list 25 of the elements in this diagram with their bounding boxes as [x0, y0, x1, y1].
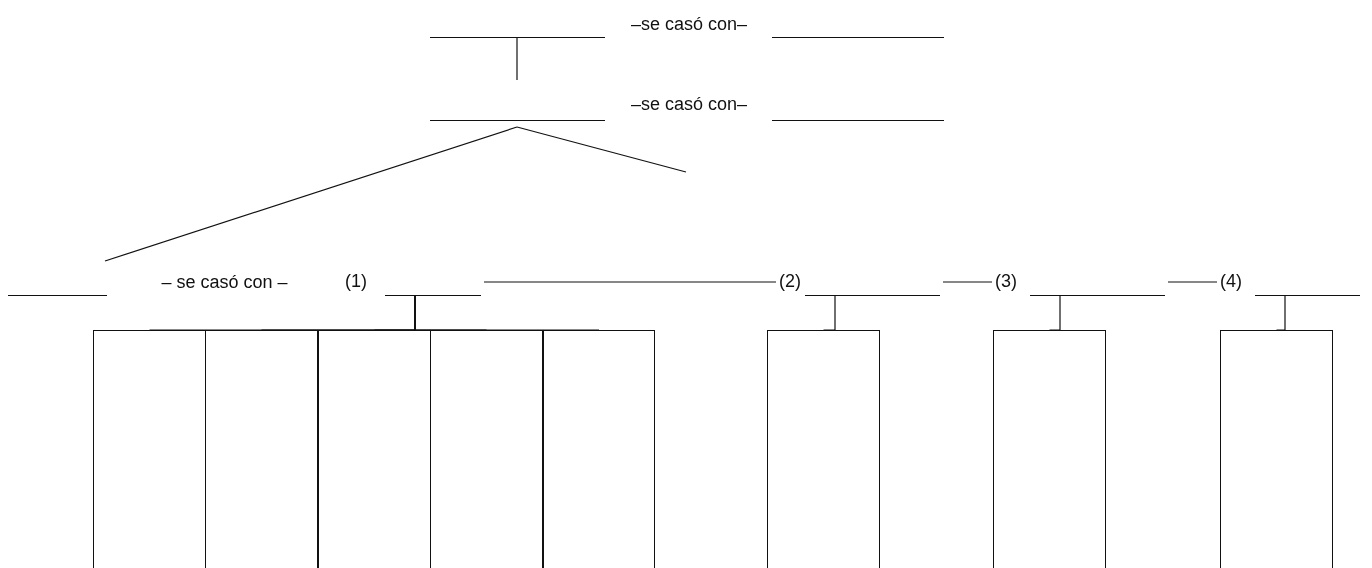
connector-line — [414, 295, 600, 331]
child-column — [430, 330, 543, 568]
connector-line — [942, 281, 993, 283]
number-label: (2) — [779, 270, 801, 292]
number-label: (3) — [995, 270, 1017, 292]
number-label: (1) — [345, 270, 367, 292]
connector-line — [1275, 295, 1286, 331]
relation-label: – se casó con – — [160, 271, 289, 293]
relation-label: –se casó con– — [629, 93, 749, 115]
connector-line — [1048, 295, 1061, 331]
child-column — [543, 330, 655, 568]
connector-line — [483, 281, 777, 283]
connector-line — [104, 126, 518, 262]
relation-label: –se casó con– — [629, 13, 749, 35]
child-column — [1220, 330, 1333, 568]
number-label: (4) — [1220, 270, 1242, 292]
child-column — [205, 330, 318, 568]
connector-line — [1167, 281, 1218, 283]
connector-line — [516, 126, 687, 173]
child-column — [318, 330, 431, 568]
connector-line — [516, 37, 518, 81]
child-column — [767, 330, 880, 568]
connector-line — [822, 295, 836, 331]
child-column — [93, 330, 206, 568]
child-column — [993, 330, 1106, 568]
